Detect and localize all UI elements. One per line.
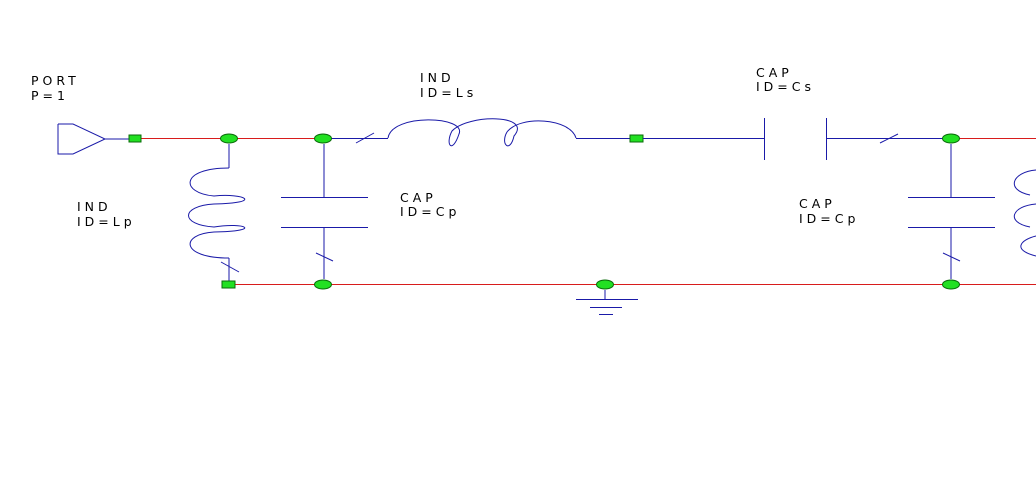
cs-direction-tick — [879, 133, 899, 144]
shunt-capacitor-cp-left[interactable] — [281, 144, 368, 279]
node-top-cp-left[interactable] — [314, 133, 332, 144]
cs-type-label: CAP — [756, 65, 793, 80]
series-capacitor-cs[interactable] — [643, 118, 944, 160]
port-symbol[interactable] — [57, 123, 142, 155]
cs-id-label: ID=Cs — [756, 79, 815, 94]
ls-direction-tick — [355, 132, 375, 144]
lp-type-label: IND — [77, 199, 112, 214]
lp-direction-tick — [220, 261, 240, 273]
shunt-inductor-lp[interactable] — [188, 144, 246, 289]
cp-right-type-label: CAP — [799, 196, 836, 211]
port-pin[interactable] — [128, 134, 142, 143]
ls-type-label: IND — [420, 70, 455, 85]
shunt-inductor-right-partial[interactable] — [1013, 169, 1036, 257]
wires — [141, 138, 1036, 285]
ground-symbol[interactable] — [576, 290, 638, 315]
port-type-label: PORT — [31, 73, 80, 88]
node-bottom-cp-left[interactable] — [314, 279, 332, 290]
cp-right-id-label: ID=Cp — [799, 211, 859, 226]
ls-id-label: ID=Ls — [420, 85, 477, 100]
ls-right-pin[interactable] — [629, 134, 644, 143]
node-top-cp-right[interactable] — [942, 133, 960, 144]
cp-left-type-label: CAP — [400, 190, 437, 205]
cp-left-direction-tick — [315, 252, 334, 262]
node-top-lp[interactable] — [220, 133, 238, 144]
lp-bottom-pin[interactable] — [221, 280, 236, 289]
port-param-label: P=1 — [31, 88, 69, 103]
cp-right-direction-tick — [942, 252, 961, 262]
series-inductor-ls[interactable] — [330, 118, 644, 147]
cp-left-id-label: ID=Cp — [400, 204, 460, 219]
node-ground[interactable] — [596, 279, 614, 290]
junction-nodes — [220, 133, 960, 290]
shunt-capacitor-cp-right[interactable] — [908, 144, 995, 279]
node-bottom-cp-right[interactable] — [942, 279, 960, 290]
lp-id-label: ID=Lp — [77, 214, 136, 229]
